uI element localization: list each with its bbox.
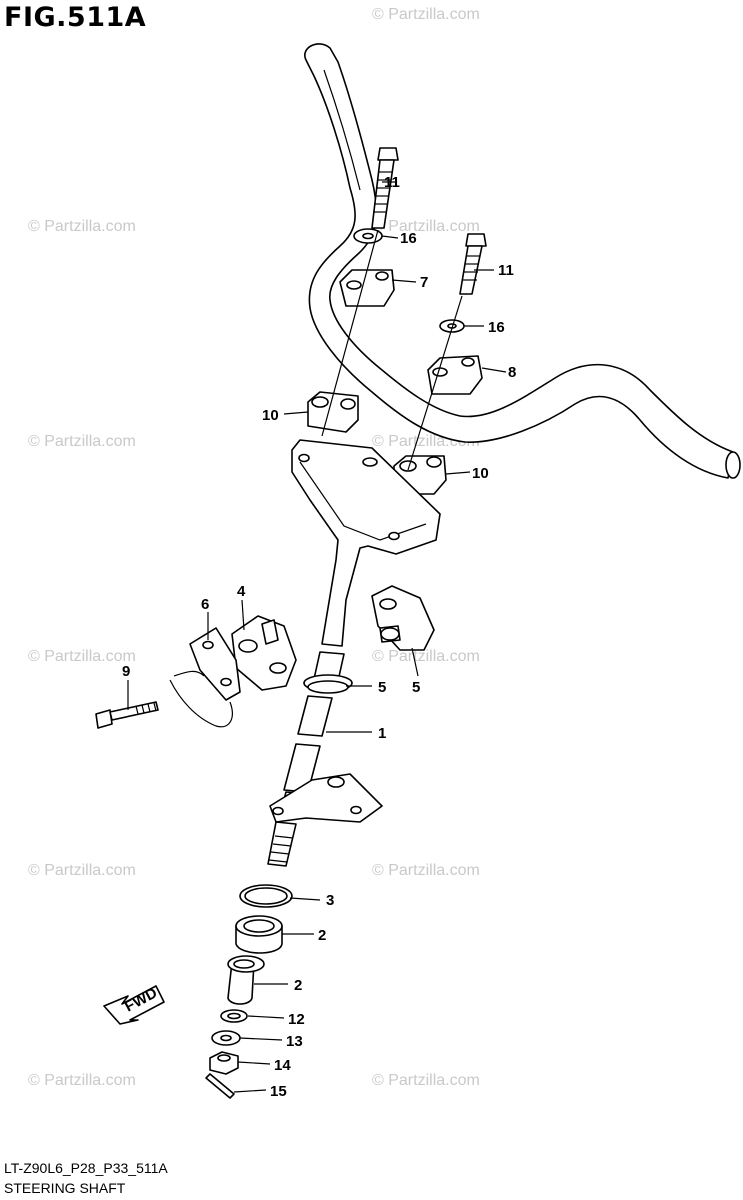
callout-13: 13 <box>286 1033 303 1050</box>
footer-section-name: STEERING SHAFT <box>4 1180 126 1196</box>
assembly-line <box>407 295 463 471</box>
handlebar <box>304 43 741 479</box>
watermark: © Partzilla.com <box>372 1072 480 1089</box>
leader-lines <box>127 181 507 1093</box>
callout-16: 16 <box>488 319 505 336</box>
callout-14: 14 <box>274 1057 291 1074</box>
watermark: © Partzilla.com <box>28 433 136 450</box>
callout-4: 3 <box>326 892 334 909</box>
callout-12: 12 <box>288 1011 305 1028</box>
callout-10: 10 <box>262 407 279 424</box>
washer-12 <box>220 1009 248 1023</box>
callout-5: 4 <box>237 583 246 600</box>
watermark: © Partzilla.com <box>372 648 480 665</box>
watermark: © Partzilla.com <box>28 862 136 879</box>
callout-9: 7 <box>420 274 428 291</box>
assembly-line <box>321 229 379 437</box>
callout-1: 1 <box>378 725 386 742</box>
bushing <box>227 955 265 1005</box>
watermark: © Partzilla.com <box>372 218 480 235</box>
watermark: © Partzilla.com <box>28 218 136 235</box>
callout-2: 2 <box>294 977 302 994</box>
callout-16: 16 <box>400 230 417 247</box>
bolt-11-right <box>459 233 487 295</box>
callout-7: 6 <box>201 596 209 613</box>
callout-6: 5 <box>378 679 386 696</box>
steering-shaft <box>267 439 441 867</box>
nut <box>209 1051 239 1075</box>
watermark: © Partzilla.com <box>372 6 480 23</box>
handlebar-clamp-upper-right <box>427 355 483 395</box>
cable-holder-right <box>371 585 435 651</box>
callout-8: 9 <box>122 663 130 680</box>
cotter-pin <box>205 1073 235 1099</box>
callout-3: 2 <box>318 927 326 944</box>
bolt-11-left <box>371 147 399 229</box>
figure-title: FIG.511A <box>4 2 147 33</box>
callout-11: 11 <box>384 174 400 191</box>
callout-9: 8 <box>508 364 516 381</box>
bolt-8 <box>95 701 159 729</box>
watermark: © Partzilla.com <box>28 1072 136 1089</box>
o-ring <box>239 884 293 908</box>
handlebar-holder-lower-left <box>307 391 359 433</box>
footer-model-code: LT-Z90L6_P28_P33_511A <box>4 1160 168 1176</box>
callout-10: 10 <box>472 465 489 482</box>
bearing-holder <box>235 915 283 954</box>
cable-holder-left <box>231 615 297 691</box>
callout-5: 5 <box>412 679 420 696</box>
callout-15: 15 <box>270 1083 287 1100</box>
holder-plate <box>169 627 241 728</box>
callout-11: 11 <box>498 262 514 279</box>
washer-13 <box>211 1030 241 1046</box>
handlebar-clamp-upper-left <box>339 269 395 307</box>
forward-arrow-icon: FWD <box>103 984 165 1025</box>
watermark: © Partzilla.com <box>372 862 480 879</box>
watermark: © Partzilla.com <box>28 648 136 665</box>
